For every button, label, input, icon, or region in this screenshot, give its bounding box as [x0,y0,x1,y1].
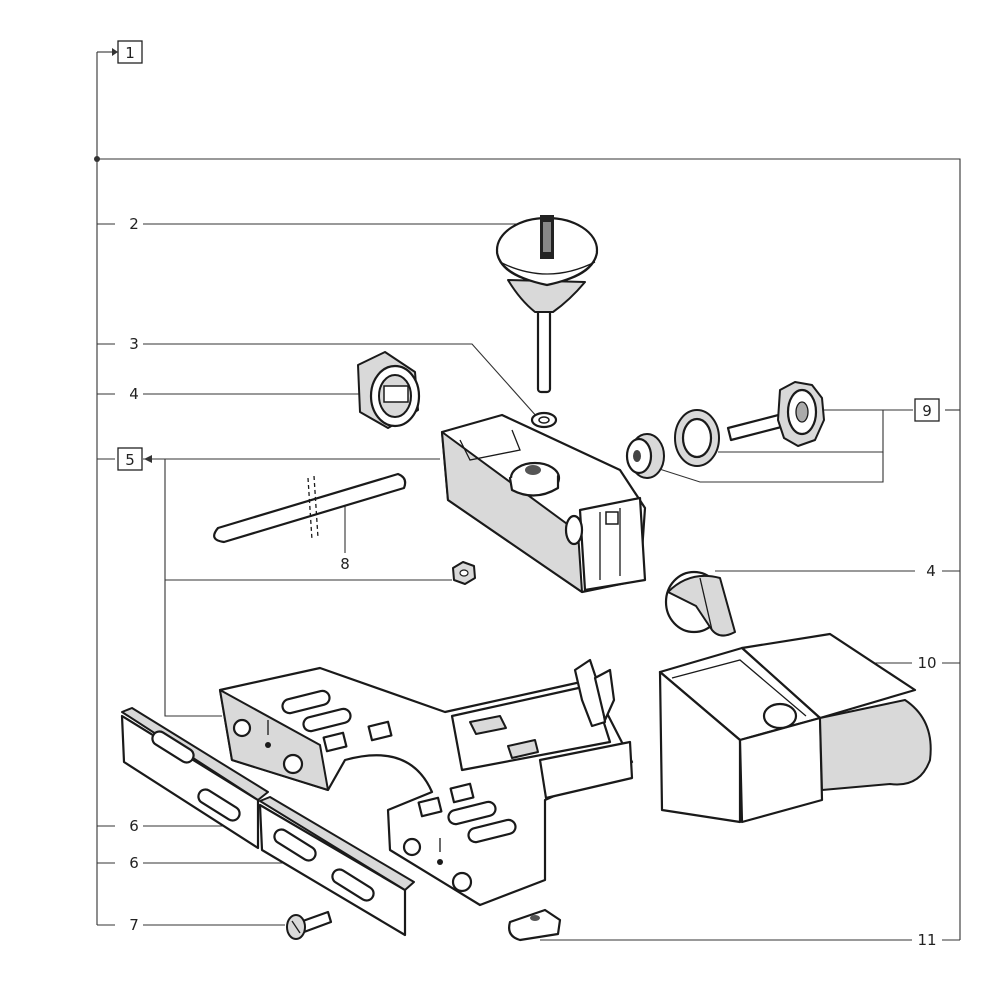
slide-rail-lower-part [258,796,415,937]
leader-lines [94,48,961,941]
callout-labels: 1 2 3 4 5 6 6 7 8 9 4 10 11 [117,40,940,949]
callout-box-1 [117,40,143,64]
base-plate-part [218,658,634,907]
bushing-part [357,351,421,429]
callout-11: 11 [917,931,936,949]
callout-2: 2 [129,215,139,233]
callout-6-lower: 6 [129,854,139,872]
callout-box-5 [117,447,143,471]
hex-nut-part [452,561,476,585]
slider-block-part [508,908,562,942]
slide-rail-upper-part [120,707,269,850]
callout-5: 5 [125,451,135,469]
guide-rod-part [213,472,407,544]
callout-10: 10 [917,654,936,672]
callout-4-right: 4 [926,562,936,580]
callout-6-upper: 6 [129,817,139,835]
callout-3: 3 [129,335,139,353]
washer-part [530,411,558,429]
callout-4-left: 4 [129,385,139,403]
callout-9: 9 [922,402,932,420]
carriage-block-part [440,413,647,594]
callout-1: 1 [125,44,135,62]
dust-hood-part [658,632,932,824]
clamp-knob-assembly-part [625,381,825,479]
knob-screw-part [495,215,599,394]
callout-7: 7 [129,916,139,934]
wing-knob-part [664,570,736,637]
callout-8: 8 [340,555,350,573]
callout-box-9 [914,398,940,422]
screw-part [286,910,333,940]
